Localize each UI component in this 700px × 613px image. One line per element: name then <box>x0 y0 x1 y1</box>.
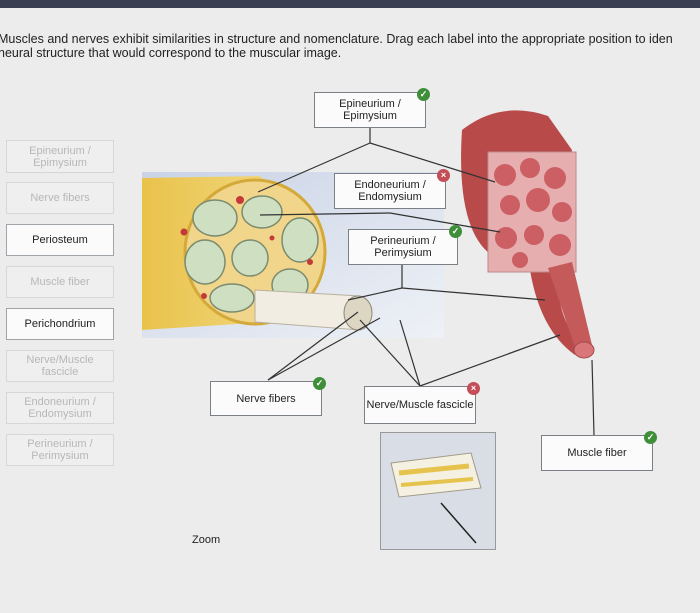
target-muscle-fiber[interactable]: Muscle fiber ✓ <box>541 431 657 471</box>
instructions: Muscles and nerves exhibit similarities … <box>0 32 700 60</box>
bank-label-perichondrium[interactable]: Perichondrium <box>6 308 114 340</box>
zoom-inset-image <box>381 433 495 549</box>
top-bar <box>0 0 700 8</box>
zoom-label[interactable]: Zoom <box>192 534 221 546</box>
incorrect-x-icon: × <box>437 169 450 182</box>
correct-check-icon: ✓ <box>644 431 657 444</box>
bank-label-fascicle[interactable]: Nerve/Muscle fascicle <box>6 350 114 382</box>
muscle-fascicles <box>494 158 572 268</box>
nerve-fascicles <box>184 195 319 313</box>
bank-label-periosteum[interactable]: Periosteum <box>6 224 114 256</box>
correct-check-icon: ✓ <box>313 377 326 390</box>
target-nerve-fibers[interactable]: Nerve fibers ✓ <box>210 377 326 416</box>
correct-check-icon: ✓ <box>449 225 462 238</box>
instructions-line-2: neural structure that would correspond t… <box>0 46 342 60</box>
bank-label-epineurium[interactable]: Epineurium / Epimysium <box>6 140 114 173</box>
target-epineurium[interactable]: Epineurium / Epimysium ✓ <box>314 88 430 128</box>
bank-label-endoneurium[interactable]: Endoneurium / Endomysium <box>6 392 114 424</box>
instructions-line-1: Muscles and nerves exhibit similarities … <box>0 32 673 46</box>
bank-label-perineurium[interactable]: Perineurium / Perimysium <box>6 434 114 466</box>
target-endoneurium[interactable]: Endoneurium / Endomysium × <box>334 169 450 209</box>
muscle-fiber-end <box>573 341 595 359</box>
bank-label-nerve-fibers[interactable]: Nerve fibers <box>6 182 114 214</box>
incorrect-x-icon: × <box>467 382 480 395</box>
blood-vessels <box>180 196 313 299</box>
muscle-fiber-strand <box>548 262 592 356</box>
correct-check-icon: ✓ <box>417 88 430 101</box>
target-perineurium[interactable]: Perineurium / Perimysium ✓ <box>348 225 462 265</box>
bank-label-muscle-fiber[interactable]: Muscle fiber <box>6 266 114 298</box>
leader-lines <box>257 128 595 436</box>
target-fascicle[interactable]: Nerve/Muscle fascicle × <box>364 382 480 424</box>
zoom-inset[interactable] <box>380 432 496 550</box>
